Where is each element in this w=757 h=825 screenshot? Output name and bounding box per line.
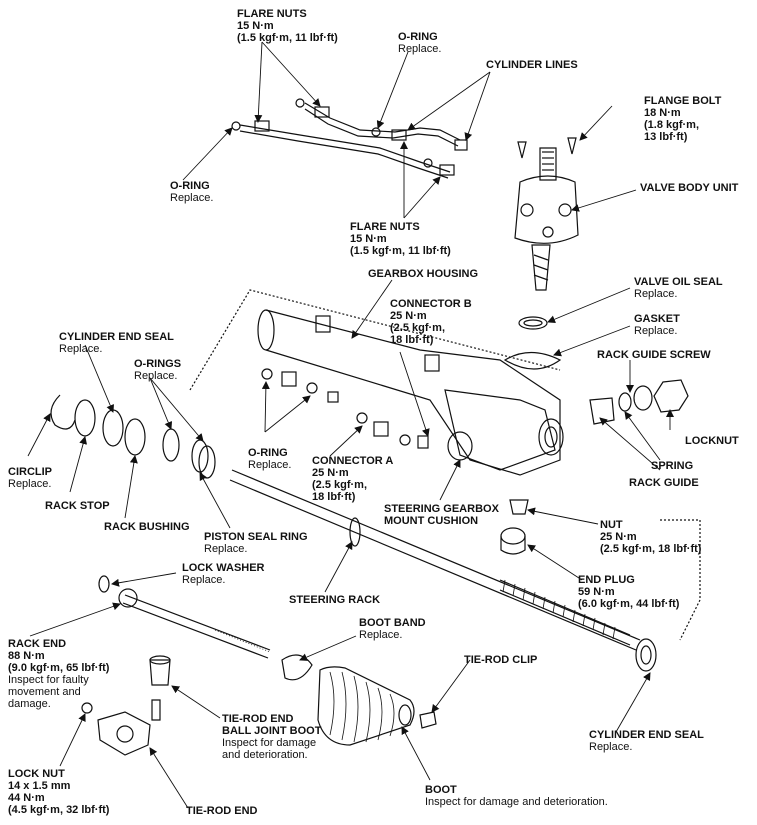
flare-nuts-mid-label: FLARE NUTS 15 N·m (1.5 kgf·m, 11 lbf·ft) <box>350 221 451 257</box>
flange-bolt-label: FLANGE BOLT 18 N·m (1.8 kgf·m, 13 lbf·ft… <box>644 95 722 143</box>
boot-band-label: BOOT BAND Replace. <box>359 617 426 641</box>
piston-seal-ring-label: PISTON SEAL RING Replace. <box>204 531 308 555</box>
o-ring-left-label: O-RING Replace. <box>170 180 214 204</box>
circlip-label: CIRCLIP Replace. <box>8 466 52 490</box>
boot-label: BOOT Inspect for damage and deterioratio… <box>425 784 608 808</box>
steering-rack <box>229 469 701 672</box>
connector-b-label: CONNECTOR B 25 N·m (2.5 kgf·m, 18 lbf·ft… <box>390 298 472 346</box>
tie-rod-clip-label: TIE-ROD CLIP <box>464 654 538 666</box>
right-components <box>500 316 689 555</box>
lock-washer-label: LOCK WASHER Replace. <box>182 562 265 586</box>
rack-guide-label: RACK GUIDE <box>629 477 699 489</box>
o-ring-mid-label: O-RING Replace. <box>248 447 292 471</box>
spring-label: SPRING <box>651 460 694 472</box>
tie-rod-end-label: TIE-ROD END <box>186 805 258 817</box>
o-ring-top-label: O-RING Replace. <box>398 31 442 55</box>
rack-guide-screw-label: RACK GUIDE SCREW <box>597 349 711 361</box>
leader-lines <box>27 41 674 809</box>
valve-oil-seal-label: VALVE OIL SEAL Replace. <box>634 276 723 300</box>
gasket-label: GASKET Replace. <box>634 313 680 337</box>
valve-body-unit-label: VALVE BODY UNIT <box>640 182 739 194</box>
bottom-components <box>81 575 437 756</box>
rack-bushing-label: RACK BUSHING <box>104 521 190 533</box>
cylinder-end-seal-top-label: CYLINDER END SEAL Replace. <box>59 331 174 355</box>
gearbox-housing <box>189 289 564 476</box>
steering-rack-label: STEERING RACK <box>289 594 381 606</box>
locknut-label: LOCKNUT <box>685 435 739 447</box>
rack-stop-label: RACK STOP <box>45 500 110 512</box>
left-components <box>50 394 216 479</box>
o-rings-label: O-RINGS Replace. <box>134 358 182 382</box>
middle-fittings <box>261 368 429 449</box>
rack-end-label: RACK END 88 N·m (9.0 kgf·m, 65 lbf·ft) I… <box>8 638 110 710</box>
lock-nut-label: LOCK NUT 14 x 1.5 mm 44 N·m (4.5 kgf·m, … <box>8 768 110 816</box>
gearbox-housing-label: GEARBOX HOUSING <box>368 268 479 280</box>
cylinder-end-seal-bottom-label: CYLINDER END SEAL Replace. <box>589 729 704 753</box>
end-plug-label: END PLUG 59 N·m (6.0 kgf·m, 44 lbf·ft) <box>578 574 680 610</box>
steering-gearbox-mount-cushion-label: STEERING GEARBOX MOUNT CUSHION <box>384 503 499 527</box>
nut-label: NUT 25 N·m (2.5 kgf·m, 18 lbf·ft) <box>600 519 702 555</box>
connector-a-label: CONNECTOR A 25 N·m (2.5 kgf·m, 18 lbf·ft… <box>312 455 394 503</box>
flare-nuts-top-label: FLARE NUTS 15 N·m (1.5 kgf·m, 11 lbf·ft) <box>237 8 338 44</box>
cylinder-lines <box>231 98 468 179</box>
cylinder-lines-label: CYLINDER LINES <box>486 59 578 71</box>
valve-body-unit <box>514 137 579 291</box>
tie-rod-end-ball-joint-boot-label: TIE-ROD END BALL JOINT BOOT Inspect for … <box>222 713 322 761</box>
